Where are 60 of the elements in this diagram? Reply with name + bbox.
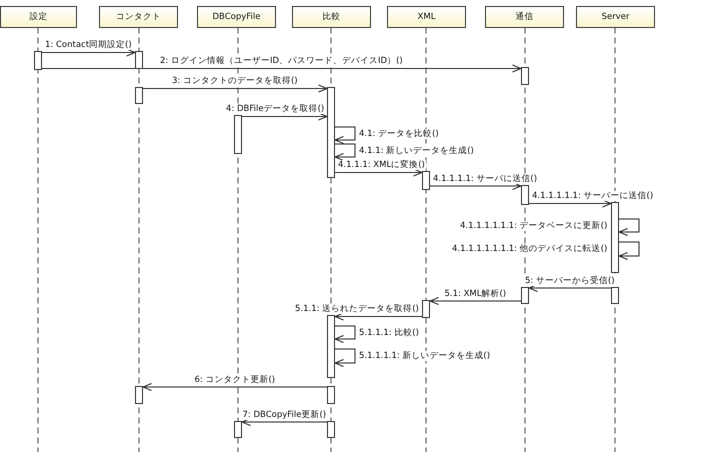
activation-bar bbox=[327, 315, 335, 378]
participant-box: Server bbox=[576, 6, 655, 28]
self-message-arrow bbox=[334, 348, 356, 367]
activation-bar bbox=[521, 286, 529, 304]
message-arrow bbox=[528, 284, 612, 292]
message-label: 3: コンタクトのデータを取得() bbox=[171, 76, 299, 86]
participant-box: 通信 bbox=[485, 6, 564, 28]
message-label: 4.1.1.1.1.1.1.1: 他のデバイスに転送() bbox=[451, 244, 608, 254]
activation-bar bbox=[34, 51, 42, 70]
message-label: 6: コンタクト更新() bbox=[194, 374, 276, 384]
message-arrow bbox=[334, 168, 422, 176]
message-arrow bbox=[142, 383, 328, 391]
message-label: 5: サーバーから受信() bbox=[524, 276, 616, 286]
participant-box: XML bbox=[387, 6, 466, 28]
message-label: 4.1.1.1.1.1: サーバーに送信() bbox=[531, 191, 654, 201]
self-message-arrow bbox=[334, 126, 356, 144]
activation-bar bbox=[234, 115, 242, 154]
participant-box: DBCopyFile bbox=[197, 6, 276, 28]
activation-bar bbox=[611, 286, 619, 304]
activation-bar bbox=[521, 184, 529, 205]
activation-bar bbox=[135, 87, 143, 104]
message-label: 4: DBFileデータを取得() bbox=[225, 104, 326, 114]
message-label: 4.1.1.1: XMLに変換() bbox=[337, 160, 426, 170]
message-label: 4.1: データを比較() bbox=[358, 128, 440, 138]
activation-bar bbox=[135, 386, 143, 404]
message-label: 5.1: XML解析() bbox=[444, 288, 508, 298]
message-arrow bbox=[242, 418, 328, 426]
message-arrow bbox=[242, 112, 328, 120]
message-arrow bbox=[528, 200, 612, 208]
activation-bar bbox=[422, 300, 430, 318]
message-label: 7: DBCopyFile更新() bbox=[242, 410, 328, 420]
self-message-arrow bbox=[334, 144, 356, 161]
message-arrow bbox=[334, 312, 422, 320]
participant-box: 比較 bbox=[292, 6, 371, 28]
participant-box: 設定 bbox=[0, 6, 77, 28]
message-label: 4.1.1: 新しいデータを生成() bbox=[358, 146, 475, 156]
message-label: 2: ログイン情報（ユーザーID、パスワード、デバイスID）() bbox=[159, 56, 404, 66]
activation-bar bbox=[327, 420, 335, 438]
activation-bar bbox=[611, 202, 619, 273]
message-label: 5.1.1.1: 比較() bbox=[358, 328, 420, 338]
message-arrow bbox=[42, 64, 522, 72]
message-arrow bbox=[142, 84, 328, 92]
activation-bar bbox=[327, 87, 335, 178]
activation-bar bbox=[234, 420, 242, 438]
activation-bar bbox=[422, 171, 430, 190]
message-label: 4.1.1.1.1: サーバに送信() bbox=[432, 174, 538, 184]
message-label: 4.1.1.1.1.1.1: データベースに更新() bbox=[459, 220, 608, 230]
message-arrow bbox=[42, 48, 136, 56]
activation-bar bbox=[521, 67, 529, 85]
activation-bar bbox=[327, 386, 335, 404]
message-label: 5.1.1.1.1: 新しいデータを生成() bbox=[358, 351, 492, 361]
message-arrow bbox=[430, 297, 522, 305]
message-label: 1: Contact同期設定() bbox=[44, 40, 133, 50]
self-message-arrow bbox=[334, 326, 356, 343]
self-message-arrow bbox=[618, 218, 640, 236]
message-label: 5.1.1: 送られたデータを取得() bbox=[294, 304, 420, 314]
participant-box: コンタクト bbox=[99, 6, 178, 28]
message-arrow bbox=[430, 182, 522, 190]
activation-bar bbox=[135, 51, 143, 69]
self-message-arrow bbox=[618, 242, 640, 260]
